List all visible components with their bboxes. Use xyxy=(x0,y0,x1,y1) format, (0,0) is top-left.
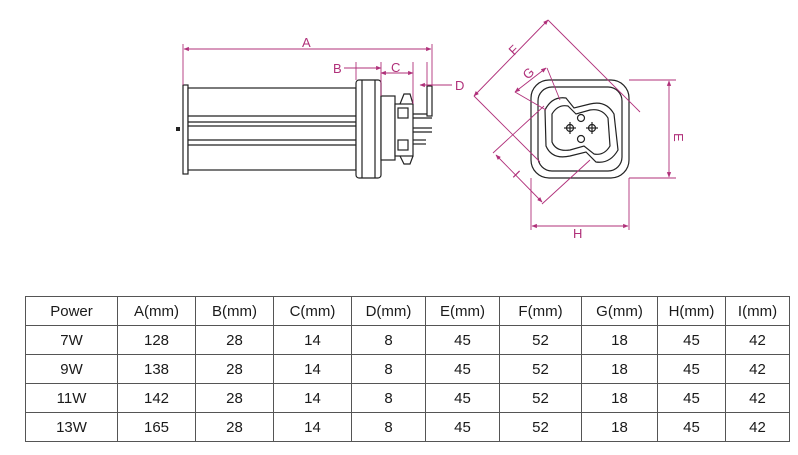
table-cell: 45 xyxy=(657,412,726,442)
side-view xyxy=(176,79,433,179)
table-cell: 45 xyxy=(657,383,726,413)
header-c: C(mm) xyxy=(273,296,352,326)
header-d: D(mm) xyxy=(351,296,426,326)
header-g: G(mm) xyxy=(581,296,658,326)
table-cell: 8 xyxy=(351,325,426,355)
lamp-end-cap xyxy=(182,84,189,175)
table-row: 11W 142 28 14 8 45 52 18 45 42 xyxy=(25,383,790,413)
table-cell: 142 xyxy=(117,383,196,413)
lamp-base xyxy=(355,79,382,179)
header-f: F(mm) xyxy=(499,296,582,326)
table-cell: 45 xyxy=(425,383,500,413)
table-cell: 28 xyxy=(195,354,274,384)
end-marker xyxy=(176,127,180,131)
dimension-line-f xyxy=(473,19,549,97)
table-cell: 18 xyxy=(581,412,658,442)
table-cell: 138 xyxy=(117,354,196,384)
table-cell: 14 xyxy=(273,383,352,413)
dimension-label-b: B xyxy=(333,61,342,76)
table-cell: 18 xyxy=(581,383,658,413)
table-cell: 42 xyxy=(725,354,790,384)
table-cell: 45 xyxy=(425,412,500,442)
table-header-row: Power A(mm) B(mm) C(mm) D(mm) E(mm) F(mm… xyxy=(25,296,790,326)
dimension-label-g: G xyxy=(520,64,538,82)
header-a: A(mm) xyxy=(117,296,196,326)
table-cell: 52 xyxy=(499,325,582,355)
table-cell: 8 xyxy=(351,383,426,413)
pin-end xyxy=(576,113,586,123)
table-cell: 8 xyxy=(351,354,426,384)
dimension-label-i: I xyxy=(510,168,523,181)
table-cell: 18 xyxy=(581,325,658,355)
header-e: E(mm) xyxy=(425,296,500,326)
table-cell: 13W xyxy=(25,412,118,442)
table-cell: 42 xyxy=(725,325,790,355)
header-b: B(mm) xyxy=(195,296,274,326)
header-h: H(mm) xyxy=(657,296,726,326)
table-cell: 8 xyxy=(351,412,426,442)
table-cell: 52 xyxy=(499,383,582,413)
table-cell: 11W xyxy=(25,383,118,413)
table-row: 7W 128 28 14 8 45 52 18 45 42 xyxy=(25,325,790,355)
table-cell: 14 xyxy=(273,412,352,442)
table-cell: 28 xyxy=(195,325,274,355)
end-view xyxy=(530,79,630,179)
table-cell: 14 xyxy=(273,325,352,355)
table-cell: 42 xyxy=(725,383,790,413)
table-cell: 45 xyxy=(425,354,500,384)
dimension-line-i xyxy=(495,154,543,203)
table-row: 9W 138 28 14 8 45 52 18 45 42 xyxy=(25,354,790,384)
table-cell: 14 xyxy=(273,354,352,384)
table-cell: 128 xyxy=(117,325,196,355)
dimension-label-a: A xyxy=(302,35,311,50)
table-cell: 28 xyxy=(195,412,274,442)
keyed-socket xyxy=(544,97,619,163)
end-view-dimensions xyxy=(473,19,676,230)
table-cell: 9W xyxy=(25,354,118,384)
lamp-technical-drawing: A B C D xyxy=(176,19,686,241)
table-cell: 42 xyxy=(725,412,790,442)
table-cell: 165 xyxy=(117,412,196,442)
table-cell: 28 xyxy=(195,383,274,413)
table-cell: 18 xyxy=(581,354,658,384)
table-cell: 45 xyxy=(425,325,500,355)
table-cell: 52 xyxy=(499,412,582,442)
header-power: Power xyxy=(25,296,118,326)
table-cell: 7W xyxy=(25,325,118,355)
dimension-label-c: C xyxy=(391,60,400,75)
dimension-line-g xyxy=(514,67,547,93)
table-cell: 45 xyxy=(657,354,726,384)
side-view-dimensions xyxy=(182,44,452,104)
table-cell: 45 xyxy=(657,325,726,355)
pin-end xyxy=(576,134,586,144)
table-cell: 52 xyxy=(499,354,582,384)
specification-table: Power A(mm) B(mm) C(mm) D(mm) E(mm) F(mm… xyxy=(25,296,790,442)
header-i: I(mm) xyxy=(725,296,790,326)
dimension-label-h: H xyxy=(573,226,582,241)
dimension-label-e: E xyxy=(671,133,686,142)
lamp-tube xyxy=(187,87,357,171)
table-row: 13W 165 28 14 8 45 52 18 45 42 xyxy=(25,412,790,442)
dimension-label-d: D xyxy=(455,78,464,93)
